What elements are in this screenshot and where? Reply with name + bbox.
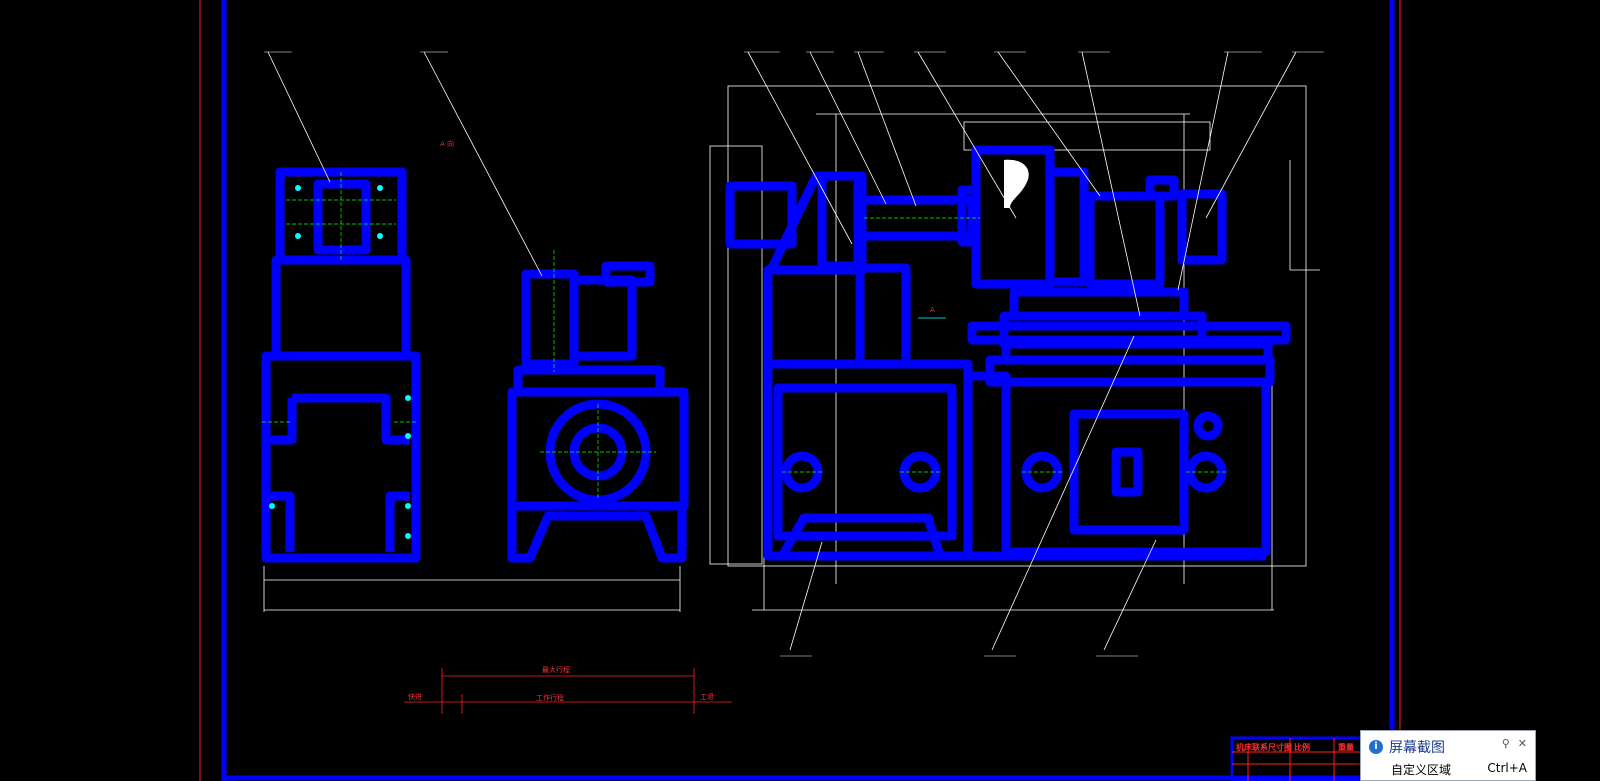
title-block-col2: 比例 xyxy=(1294,742,1310,752)
dim-right-small-label: 工退 xyxy=(700,692,714,701)
title-block-title: 机床联系尺寸图 xyxy=(1236,742,1292,752)
section-marker-label: A xyxy=(930,306,935,314)
screenshot-popup[interactable]: i 屏幕截图 ⚲ ✕ 自定义区域 Ctrl+A xyxy=(1360,730,1536,781)
side-view-machine xyxy=(261,167,421,563)
dim-middle-label: 工作行程 xyxy=(536,693,564,702)
front-view-detail-white xyxy=(1004,159,1029,208)
drawing-frame xyxy=(199,0,1401,781)
stroke-dimensions xyxy=(404,668,732,714)
base-dimension-lines xyxy=(263,566,681,612)
title-block-col3: 重量 xyxy=(1338,742,1354,752)
front-view-machine xyxy=(725,145,1291,561)
dim-overall-label: 最大行程 xyxy=(542,665,570,674)
popup-title: 屏幕截图 xyxy=(1389,740,1445,756)
side-view-holes xyxy=(269,185,411,539)
popup-item-shortcut: Ctrl+A xyxy=(1487,761,1527,775)
popup-item-custom-region[interactable]: 自定义区域 Ctrl+A xyxy=(1391,761,1527,778)
pin-icon[interactable]: ⚲ xyxy=(1501,737,1510,750)
view-direction-label: A 向 xyxy=(440,139,454,148)
close-icon[interactable]: ✕ xyxy=(1517,737,1527,750)
leader-labels xyxy=(264,51,1324,657)
popup-item-label: 自定义区域 xyxy=(1391,763,1452,777)
dim-left-small-label: 快进 xyxy=(408,692,422,701)
popup-header: i 屏幕截图 xyxy=(1369,737,1445,757)
side-view-centerlines xyxy=(262,172,418,423)
info-icon: i xyxy=(1369,740,1383,754)
popup-controls: ⚲ ✕ xyxy=(1502,737,1527,750)
leader-lines xyxy=(267,51,1297,651)
